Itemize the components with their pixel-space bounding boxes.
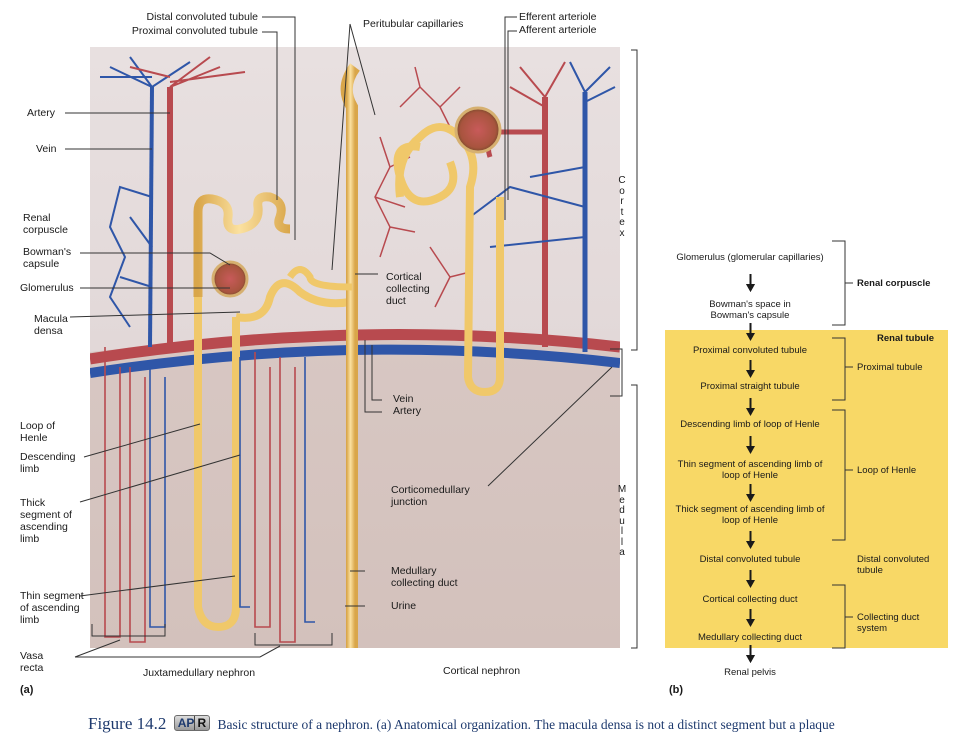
- flow-step-distal-convoluted: Distal convoluted tubule: [699, 554, 801, 565]
- flow-step-renal-pelvis: Renal pelvis: [724, 667, 776, 678]
- group-loop-of-henle: Loop of Henle: [857, 465, 917, 476]
- glomerulus-cortical: [454, 106, 502, 154]
- flow-arrow: [746, 274, 755, 292]
- label-renal-corpuscle: Renal corpuscle: [23, 212, 68, 236]
- group-distal-convoluted-tubule: Distal convoluted tubule: [857, 554, 930, 576]
- left-cortical-vessels: [100, 56, 246, 348]
- flow-arrow: [746, 274, 755, 292]
- label-juxtamedullary-nephron: Juxtamedullary nephron: [143, 667, 256, 679]
- group-collecting-duct-system: Collecting duct system: [857, 612, 920, 634]
- label-peritubular-capillaries: Peritubular capillaries: [363, 18, 464, 30]
- figure-number: Figure 14.2: [88, 714, 167, 733]
- panel-label-b: (b): [669, 684, 684, 696]
- label-afferent-arteriole: Afferent arteriole: [519, 24, 597, 36]
- group-proximal-tubule: Proximal tubule: [857, 362, 923, 373]
- label-bowmans-capsule: Bowman's capsule: [23, 246, 72, 270]
- label-cortical-nephron: Cortical nephron: [443, 665, 521, 677]
- label-medullary-collecting-duct: Medullary collecting duct: [391, 565, 458, 589]
- label-cortical-collecting-duct: Cortical collecting duct: [386, 271, 430, 307]
- flow-step-proximal-straight: Proximal straight tubule: [700, 381, 800, 392]
- flow-step-bowmans-space: Bowman's space in Bowman's capsule: [709, 299, 791, 321]
- label-vasa-recta: Vasa recta: [20, 650, 44, 674]
- flow-step-proximal-convoluted: Proximal convoluted tubule: [692, 345, 808, 356]
- label-vein-junction: Vein: [393, 393, 414, 405]
- label-artery-junction: Artery: [393, 405, 422, 417]
- renal-tubule-highlight: [665, 330, 948, 648]
- label-thin-segment: Thin segment of ascending limb: [20, 590, 84, 626]
- label-distal-convoluted-tubule: Distal convoluted tubule: [146, 11, 259, 23]
- nephron-illustration: [89, 47, 621, 648]
- flow-step-thick-ascending: Thick segment of ascending limb of loop …: [675, 504, 825, 526]
- label-vein: Vein: [36, 143, 57, 155]
- flow-step-cortical-collecting: Cortical collecting duct: [702, 594, 798, 605]
- label-loop-of-henle: Loop of Henle: [20, 420, 56, 444]
- label-efferent-arteriole: Efferent arteriole: [519, 11, 597, 23]
- label-urine: Urine: [391, 600, 417, 612]
- glomerulus-juxtamedullary: [211, 260, 249, 298]
- flow-step-glomerulus: Glomerulus (glomerular capillaries): [676, 252, 824, 263]
- flow-step-thin-ascending: Thin segment of ascending limb of loop o…: [677, 459, 823, 481]
- group-renal-tubule: Renal tubule: [877, 333, 935, 344]
- label-thick-segment: Thick segment of ascending limb: [20, 497, 72, 545]
- nephron-drawing: [89, 47, 621, 648]
- collecting-duct: [340, 63, 360, 648]
- label-proximal-convoluted-tubule: Proximal convoluted tubule: [131, 25, 258, 37]
- label-artery: Artery: [27, 107, 56, 119]
- label-descending-limb: Descending limb: [20, 451, 76, 475]
- panel-label-a: (a): [20, 684, 34, 696]
- caption-text: Basic structure of a nephron. (a) Anatom…: [217, 717, 835, 732]
- label-corticomedullary-junction: Corticomedullary junction: [391, 484, 470, 508]
- flow-step-medullary-collecting: Medullary collecting duct: [697, 632, 803, 643]
- label-glomerulus: Glomerulus: [20, 282, 74, 294]
- flow-step-descending-limb: Descending limb of loop of Henle: [680, 419, 820, 430]
- group-renal-corpuscle: Renal corpuscle: [857, 278, 931, 289]
- label-macula-densa: Macula densa: [34, 313, 68, 337]
